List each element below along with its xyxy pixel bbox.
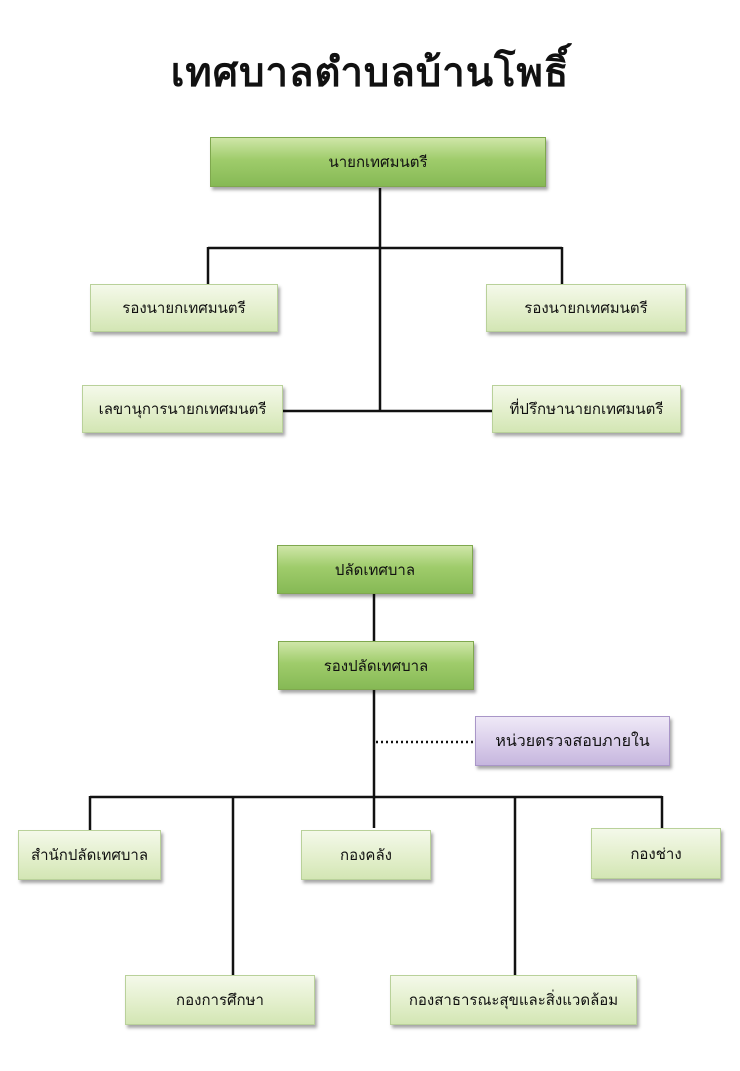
deputy-mayor-left-box: รองนายกเทศมนตรี <box>90 284 278 332</box>
public-health-division-box: กองสาธารณะสุขและสิ่งแวดล้อม <box>390 975 637 1025</box>
advisor-box: ที่ปรึกษานายกเทศมนตรี <box>492 385 681 433</box>
deputy-clerk-label: รองปลัดเทศบาล <box>323 656 429 675</box>
clerk-label: ปลัดเทศบาล <box>334 560 416 579</box>
page-title: เทศบาลตำบลบ้านโพธิ์ <box>170 50 570 96</box>
education-division-label: กองการศึกษา <box>176 991 264 1009</box>
deputy-mayor-left-label: รองนายกเทศมนตรี <box>122 299 246 317</box>
deputy-clerk-box: รองปลัดเทศบาล <box>278 641 474 690</box>
public-health-division-label: กองสาธารณะสุขและสิ่งแวดล้อม <box>408 991 619 1009</box>
deputy-mayor-right-label: รองนายกเทศมนตรี <box>524 299 648 317</box>
office-of-clerk-box: สำนักปลัดเทศบาล <box>18 830 161 880</box>
finance-division-label: กองคลัง <box>340 846 392 864</box>
mayor-box: นายกเทศมนตรี <box>210 137 546 187</box>
engineering-division-label: กองช่าง <box>630 844 682 863</box>
office-of-clerk-label: สำนักปลัดเทศบาล <box>30 846 149 864</box>
finance-division-box: กองคลัง <box>301 830 431 880</box>
engineering-division-box: กองช่าง <box>591 828 721 879</box>
secretary-box: เลขานุการนายกเทศมนตรี <box>82 385 283 433</box>
internal-audit-box: หน่วยตรวจสอบภายใน <box>475 716 670 766</box>
mayor-label: นายกเทศมนตรี <box>328 153 428 171</box>
secretary-label: เลขานุการนายกเทศมนตรี <box>98 400 267 418</box>
internal-audit-label: หน่วยตรวจสอบภายใน <box>495 730 650 750</box>
advisor-label: ที่ปรึกษานายกเทศมนตรี <box>509 400 664 418</box>
education-division-box: กองการศึกษา <box>125 975 315 1025</box>
deputy-mayor-right-box: รองนายกเทศมนตรี <box>486 284 686 332</box>
clerk-box: ปลัดเทศบาล <box>277 545 473 594</box>
